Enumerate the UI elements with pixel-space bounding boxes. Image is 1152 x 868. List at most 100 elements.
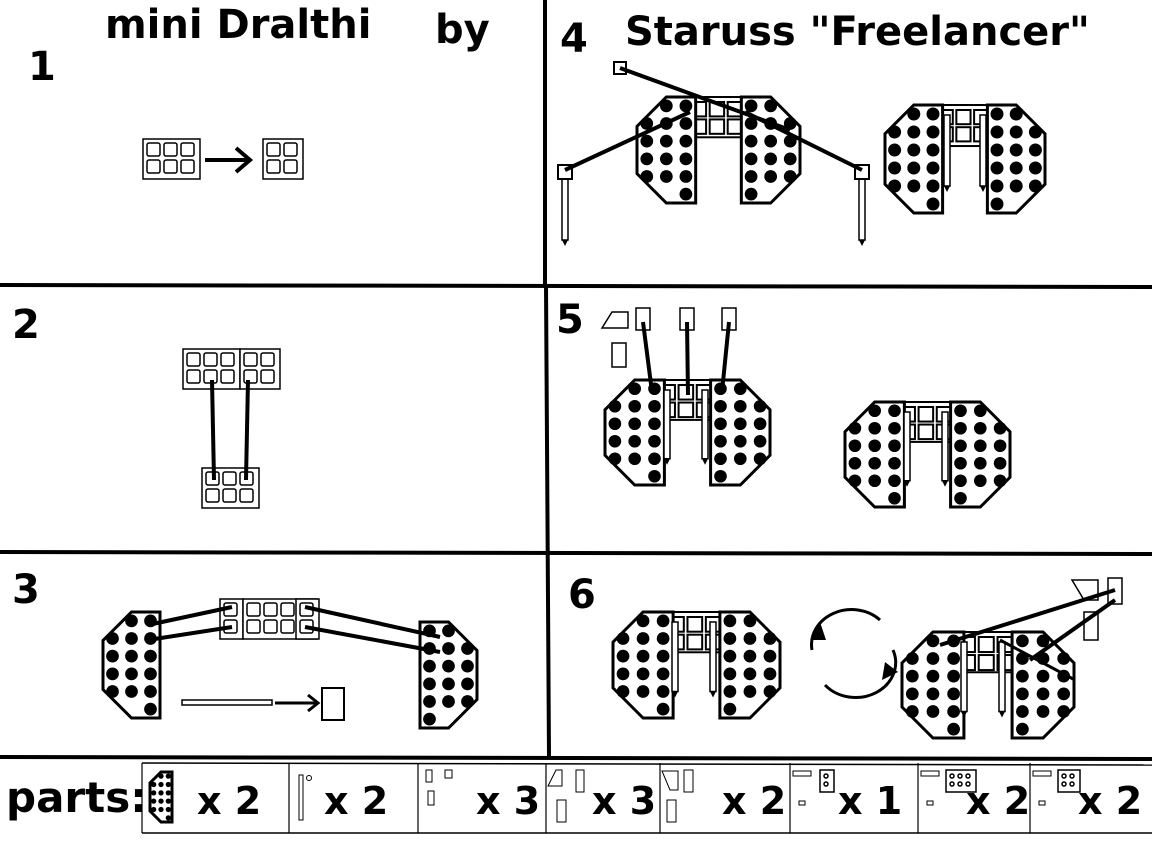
stud	[949, 781, 955, 787]
step-number-6: 6	[568, 572, 596, 618]
stud	[146, 159, 161, 174]
stud-dot	[1009, 179, 1023, 193]
stud-dot	[888, 161, 902, 175]
stud	[246, 602, 261, 617]
bar	[701, 389, 709, 460]
ship-step5-result	[843, 400, 1012, 509]
part-count: x 3	[476, 779, 540, 823]
stud-dot	[954, 421, 967, 435]
bar	[858, 174, 866, 241]
stud-dot	[679, 134, 693, 148]
stud	[283, 142, 298, 157]
stud-dot	[888, 491, 901, 505]
part-count: x 2	[197, 779, 261, 823]
rotate-arrow-icon	[810, 608, 881, 651]
arrow-head	[882, 662, 898, 680]
bar-tip	[664, 458, 670, 465]
bar	[663, 389, 671, 460]
right-wing	[949, 400, 1012, 509]
stud-dot	[608, 434, 622, 448]
stud-dot	[926, 669, 940, 683]
stud	[243, 352, 258, 367]
stud	[263, 619, 278, 634]
bar-tip	[904, 480, 910, 487]
bar-tip	[999, 711, 1005, 718]
stud-dot	[679, 152, 693, 166]
stud-dot	[926, 687, 940, 701]
stud	[263, 602, 278, 617]
wing-outline	[843, 400, 906, 509]
stud-dot	[144, 685, 157, 698]
author-name: Staruss "Freelancer"	[625, 9, 1090, 55]
part-count: x 2	[722, 779, 786, 823]
stud-dot	[723, 685, 737, 698]
stud-dot	[1036, 634, 1050, 648]
stud-dot	[868, 404, 881, 418]
stud-dot	[868, 421, 881, 435]
stud-dot	[1057, 687, 1071, 701]
antenna-bar	[943, 114, 951, 192]
wedge-slope-icon	[661, 769, 694, 823]
stud-dot	[125, 685, 138, 698]
plate-1x2	[219, 598, 244, 640]
part-count: x 3	[592, 779, 656, 823]
stud-dot	[636, 614, 650, 628]
stud	[677, 384, 695, 401]
stud	[180, 142, 195, 157]
bar	[903, 411, 911, 482]
left-wing	[101, 610, 162, 720]
stud-dot	[144, 667, 157, 681]
stud-dot	[734, 399, 747, 413]
stud	[957, 781, 963, 787]
connector-line	[939, 588, 1116, 647]
arrow-head	[812, 622, 826, 640]
stud-dot	[954, 491, 967, 505]
stud-dot	[744, 117, 758, 130]
stud-dot	[905, 669, 919, 683]
stud-dot	[714, 452, 727, 466]
brick	[444, 769, 453, 779]
stud-dot	[764, 134, 778, 148]
stud	[260, 352, 275, 367]
stud-dot	[905, 652, 919, 665]
stud-dot	[753, 399, 767, 413]
stud	[222, 471, 237, 486]
stud-dot	[888, 439, 901, 453]
stud-dot	[744, 187, 758, 201]
stud-dot	[656, 702, 670, 716]
plate-2x3	[142, 138, 201, 180]
bar-tip	[702, 458, 708, 465]
stud-dot	[158, 806, 164, 813]
stud-dot	[926, 143, 940, 157]
stud-dot	[1036, 669, 1050, 683]
stud	[163, 142, 178, 157]
wing-outline	[949, 400, 1012, 509]
stud	[955, 109, 972, 126]
wing-outline	[148, 770, 174, 824]
stud-dot	[656, 614, 670, 628]
bar	[561, 174, 569, 241]
connector-line	[244, 379, 250, 481]
stud	[977, 636, 995, 654]
connector-line	[210, 379, 216, 481]
bar-tip	[859, 240, 865, 246]
stud-dot	[947, 687, 960, 701]
stud-dot	[1009, 107, 1023, 121]
stud	[146, 142, 161, 157]
antenna-bar	[941, 411, 949, 487]
stud-dot	[1036, 705, 1050, 718]
stud	[163, 159, 178, 174]
stud-dot	[461, 642, 474, 655]
antenna-bar	[903, 411, 911, 487]
stud-dot	[461, 677, 474, 691]
step-5-drawing	[600, 307, 1012, 509]
rotate-arrow-icon	[823, 649, 898, 699]
parts-item: x 2	[288, 763, 388, 833]
stud-dot	[1016, 722, 1029, 736]
plate	[1057, 769, 1081, 793]
stud-dot	[764, 99, 778, 113]
model-title: mini Dralthi	[105, 2, 371, 48]
step-number-3: 3	[12, 567, 40, 613]
parts-top-border	[141, 762, 1152, 766]
wing-outline	[418, 620, 479, 730]
